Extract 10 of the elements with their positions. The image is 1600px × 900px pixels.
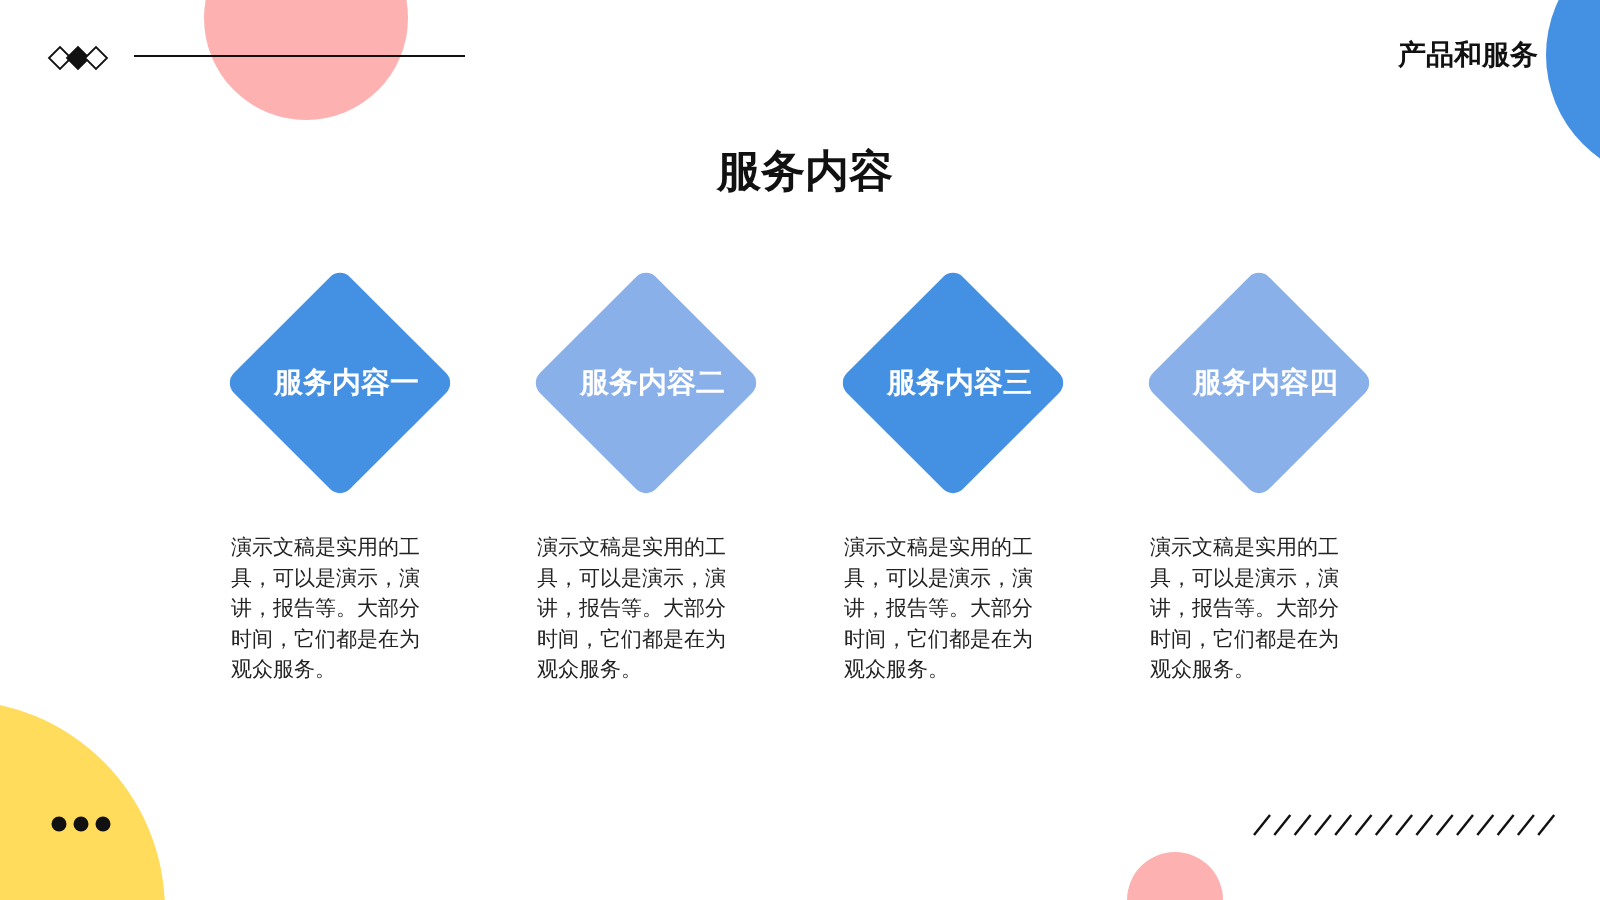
description-text: 演示文稿是实用的工具，可以是演示，演讲，报告等。大部分时间，它们都是在为观众服务。 (537, 534, 727, 684)
description-text: 演示文稿是实用的工具，可以是演示，演讲，报告等。大部分时间，它们都是在为观众服务。 (1150, 534, 1340, 684)
diamond-label: 服务内容二 (578, 364, 725, 401)
description-text: 演示文稿是实用的工具，可以是演示，演讲，报告等。大部分时间，它们都是在为观众服务。 (844, 534, 1034, 684)
description-text: 演示文稿是实用的工具，可以是演示，演讲，报告等。大部分时间，它们都是在为观众服务。 (231, 534, 421, 684)
diamond-label: 服务内容三 (885, 364, 1032, 401)
diamond-label: 服务内容一 (272, 364, 419, 401)
slide-title: 服务内容 (715, 144, 894, 198)
header-text: 产品和服务 (1398, 37, 1538, 73)
diamond-label: 服务内容四 (1191, 364, 1338, 401)
